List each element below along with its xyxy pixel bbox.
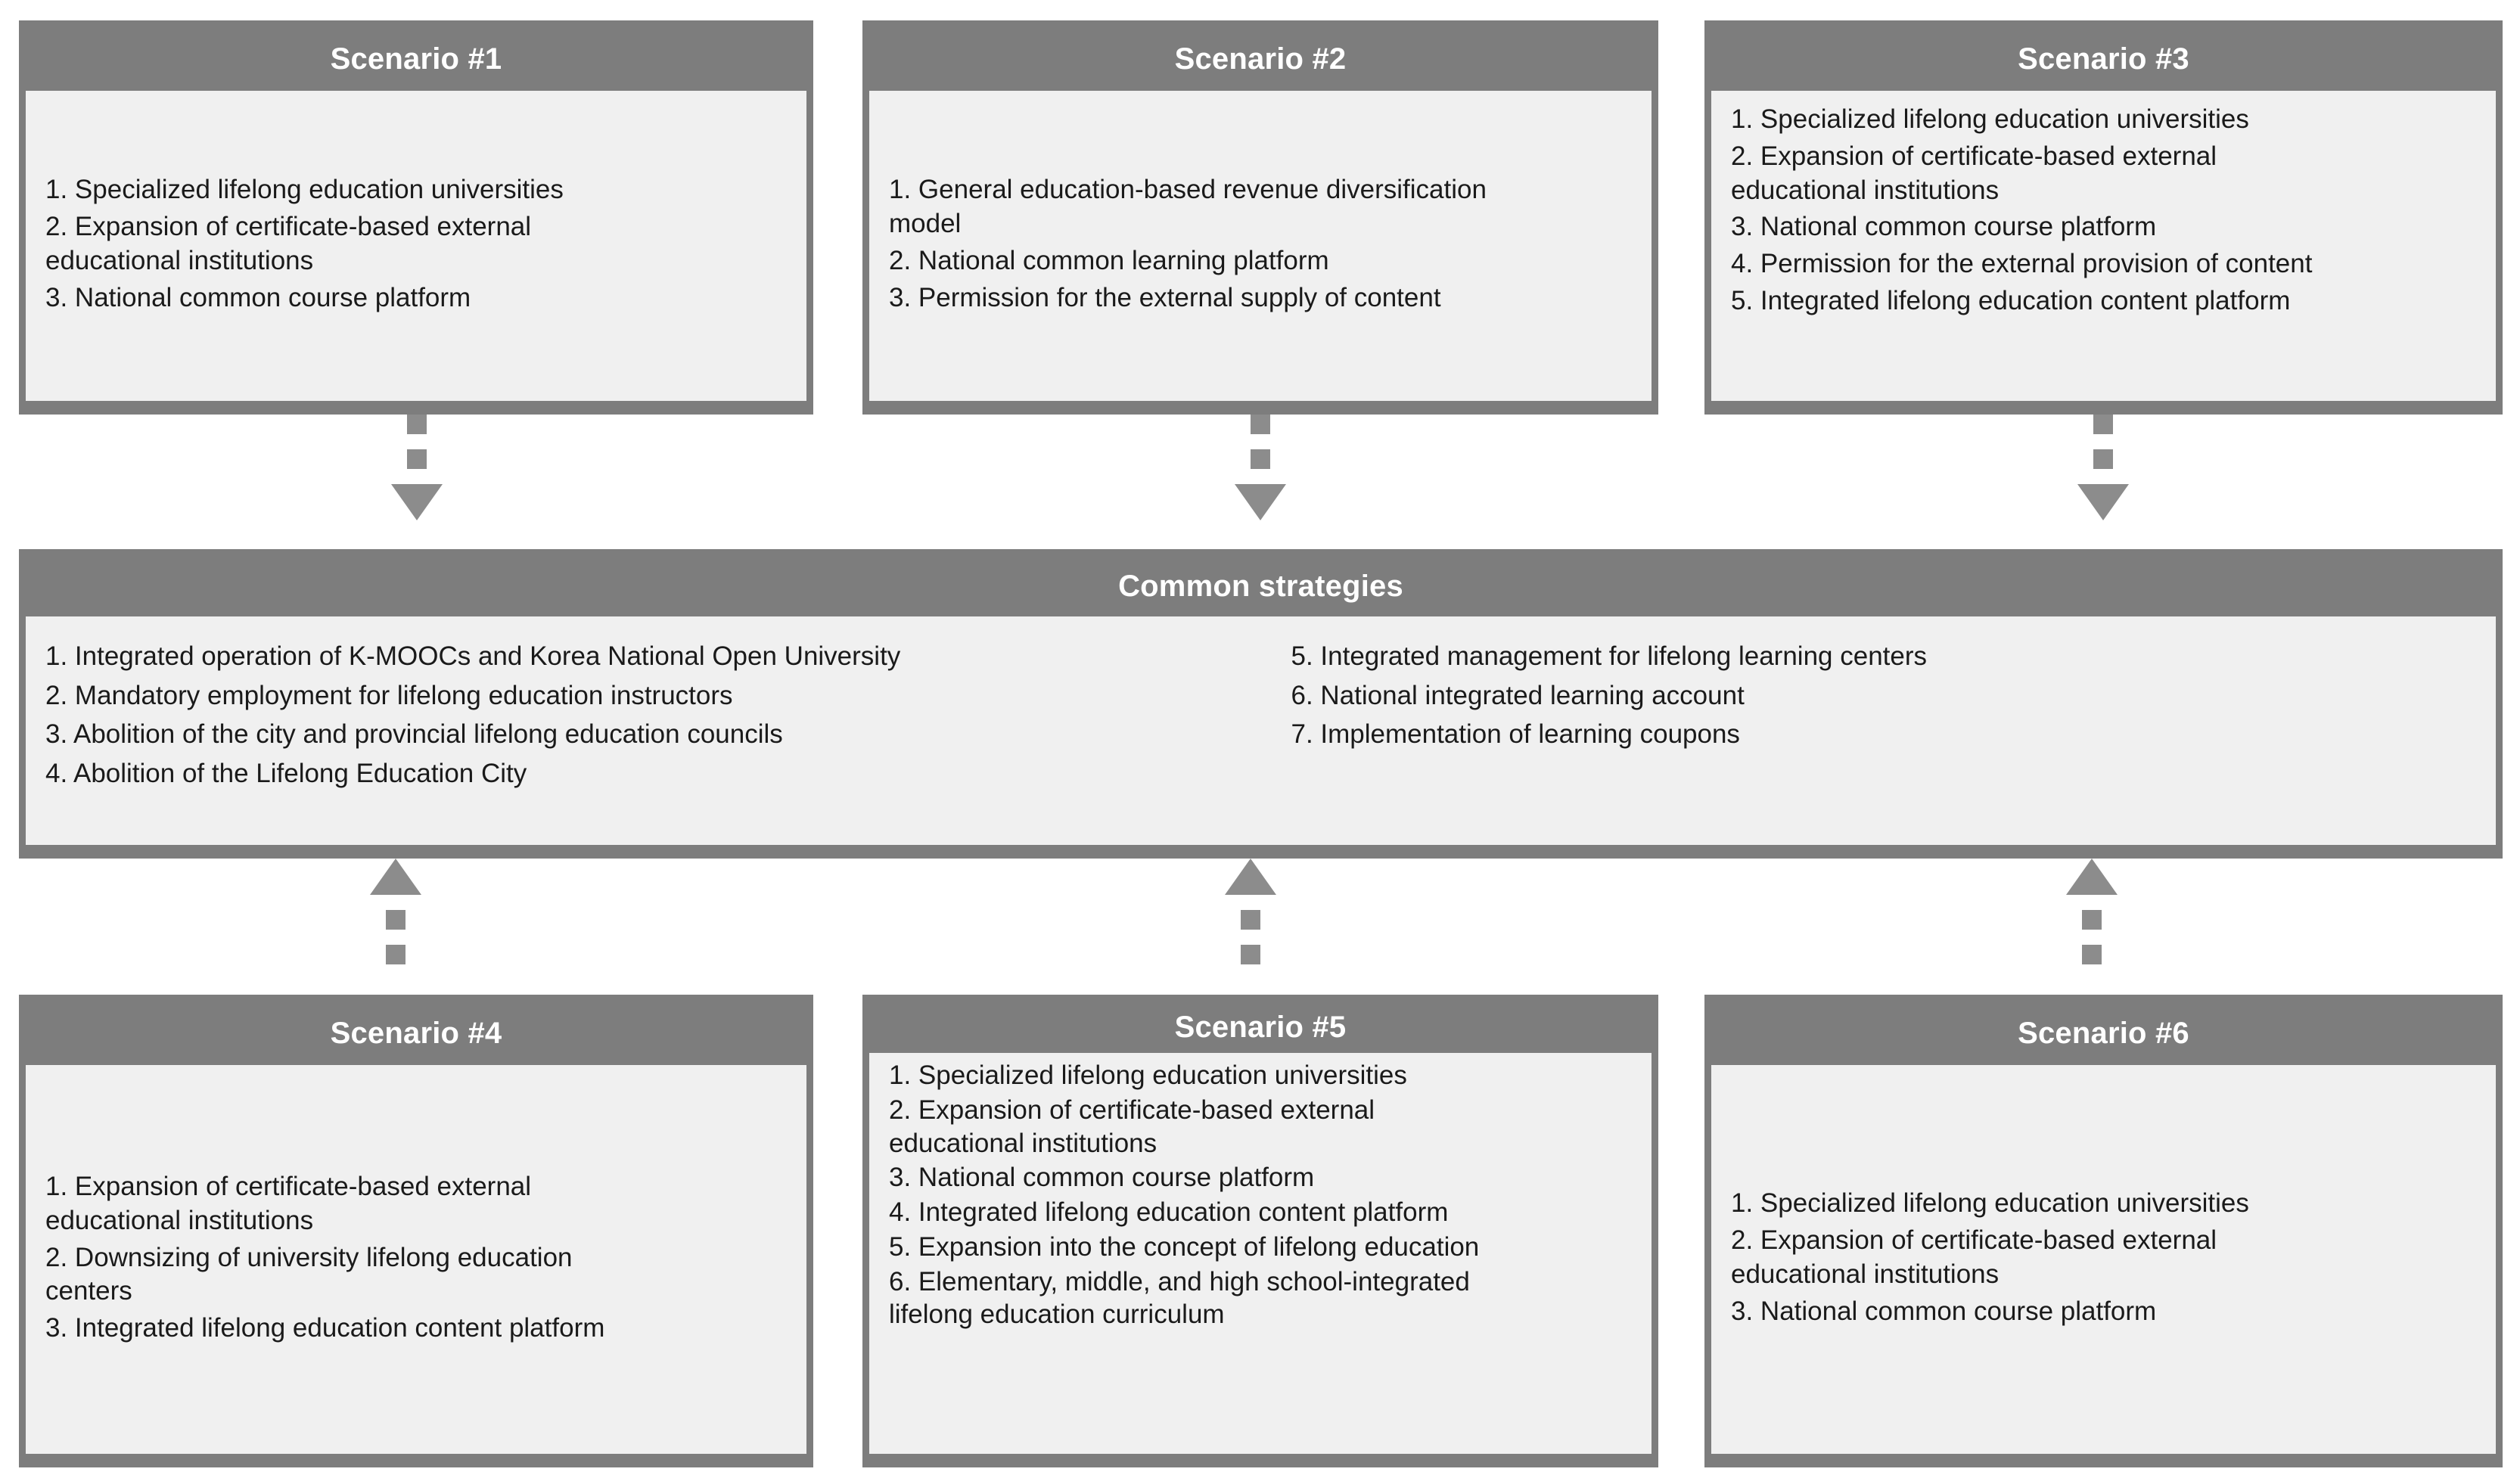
list-item: 2. Expansion of certificate-based extern… <box>1731 141 2217 205</box>
scenario-card-4: Scenario #4 1. Expansion of certificate-… <box>19 995 813 1467</box>
dash-segment <box>1251 449 1270 469</box>
list-item: 2. Downsizing of university lifelong edu… <box>45 1242 573 1306</box>
scenario-1-title: Scenario #1 <box>330 42 502 76</box>
list-item: 3. National common course platform <box>45 282 471 312</box>
list-item: 1. Specialized lifelong education univer… <box>1731 1188 2249 1219</box>
common-strategies-left-list: 1. Integrated operation of K-MOOCs and K… <box>45 639 1261 790</box>
scenario-5-list: 1. Specialized lifelong education univer… <box>889 1059 1635 1333</box>
scenario-3-body: 1. Specialized lifelong education univer… <box>1711 91 2496 401</box>
common-strategies-title: Common strategies <box>1118 570 1403 603</box>
scenario-2-title: Scenario #2 <box>1174 42 1347 76</box>
list-item: 2. National common learning platform <box>889 246 1329 275</box>
common-strategies-right-column: 5. Integrated management for lifelong le… <box>1261 639 2477 756</box>
arrow-up-icon <box>2066 859 2118 895</box>
scenario-5-body: 1. Specialized lifelong education univer… <box>869 1053 1652 1454</box>
connector-scenario-5-to-common <box>1225 859 1276 980</box>
arrow-down-icon <box>1235 484 1286 520</box>
scenario-3-list: 1. Specialized lifelong education univer… <box>1731 103 2479 321</box>
scenario-5-title: Scenario #5 <box>1174 1011 1347 1044</box>
list-item: 7. Implementation of learning coupons <box>1291 719 1740 749</box>
dash-segment <box>1251 415 1270 434</box>
scenario-6-list: 1. Specialized lifelong education univer… <box>1731 1187 2479 1331</box>
list-item: 3. Integrated lifelong education content… <box>45 1313 605 1343</box>
arrow-down-icon <box>2077 484 2129 520</box>
scenario-card-3: Scenario #3 1. Specialized lifelong educ… <box>1704 20 2503 415</box>
common-strategies-body: 1. Integrated operation of K-MOOCs and K… <box>26 616 2496 845</box>
arrow-down-icon <box>391 484 443 520</box>
arrow-up-icon <box>1225 859 1276 895</box>
scenario-card-1: Scenario #1 1. Specialized lifelong educ… <box>19 20 813 415</box>
list-item: 2. Expansion of certificate-based extern… <box>889 1095 1375 1158</box>
list-item: 1. Specialized lifelong education univer… <box>889 1060 1407 1090</box>
list-item: 5. Expansion into the concept of lifelon… <box>889 1231 1480 1262</box>
list-item: 3. National common course platform <box>1731 1296 2157 1326</box>
list-item: 1. General education-based revenue diver… <box>889 175 1487 239</box>
list-item: 4. Abolition of the Lifelong Education C… <box>45 758 527 788</box>
common-strategies-card: Common strategies 1. Integrated operatio… <box>19 549 2503 859</box>
dash-segment <box>386 910 405 930</box>
connector-scenario-4-to-common <box>370 859 421 980</box>
dash-segment <box>2082 945 2102 964</box>
scenario-6-body: 1. Specialized lifelong education univer… <box>1711 1065 2496 1454</box>
scenario-1-body: 1. Specialized lifelong education univer… <box>26 91 806 401</box>
list-item: 1. Specialized lifelong education univer… <box>1731 104 2249 134</box>
list-item: 6. National integrated learning account <box>1291 680 1745 710</box>
list-item: 5. Integrated management for lifelong le… <box>1291 641 1928 671</box>
list-item: 4. Integrated lifelong education content… <box>889 1197 1449 1227</box>
scenario-card-5: Scenario #5 1. Specialized lifelong educ… <box>862 995 1658 1467</box>
scenario-6-title: Scenario #6 <box>2018 1017 2189 1050</box>
dash-segment <box>407 415 427 434</box>
list-item: 1. Specialized lifelong education univer… <box>45 175 564 205</box>
scenario-1-list: 1. Specialized lifelong education univer… <box>45 173 790 318</box>
list-item: 5. Integrated lifelong education content… <box>1731 285 2291 315</box>
scenario-2-body: 1. General education-based revenue diver… <box>869 91 1652 401</box>
scenario-3-title: Scenario #3 <box>2018 42 2189 76</box>
common-strategies-left-column: 1. Integrated operation of K-MOOCs and K… <box>45 639 1261 795</box>
dash-segment <box>1241 945 1260 964</box>
dash-segment <box>407 449 427 469</box>
list-item: 1. Expansion of certificate-based extern… <box>45 1172 532 1235</box>
list-item: 2. Expansion of certificate-based extern… <box>45 212 532 275</box>
dash-segment <box>2093 449 2113 469</box>
connector-scenario-6-to-common <box>2066 859 2118 980</box>
list-item: 3. National common course platform <box>1731 212 2157 242</box>
scenario-4-body: 1. Expansion of certificate-based extern… <box>26 1065 806 1454</box>
list-item: 6. Elementary, middle, and high school-i… <box>889 1266 1470 1330</box>
scenario-2-list: 1. General education-based revenue diver… <box>889 173 1635 318</box>
dash-segment <box>2082 910 2102 930</box>
list-item: 4. Permission for the external provision… <box>1731 249 2313 279</box>
list-item: 2. Mandatory employment for lifelong edu… <box>45 680 733 710</box>
list-item: 3. Abolition of the city and provincial … <box>45 719 783 749</box>
scenario-card-2: Scenario #2 1. General education-based r… <box>862 20 1658 415</box>
list-item: 1. Integrated operation of K-MOOCs and K… <box>45 641 901 671</box>
connector-scenario-2-to-common <box>1235 415 1286 520</box>
arrow-up-icon <box>370 859 421 895</box>
dash-segment <box>386 945 405 964</box>
common-strategies-right-list: 5. Integrated management for lifelong le… <box>1291 639 2477 752</box>
scenario-4-title: Scenario #4 <box>330 1017 502 1050</box>
list-item: 3. Permission for the external supply of… <box>889 282 1441 312</box>
dash-segment <box>1241 910 1260 930</box>
scenario-card-6: Scenario #6 1. Specialized lifelong educ… <box>1704 995 2503 1467</box>
dash-segment <box>2093 415 2113 434</box>
connector-scenario-3-to-common <box>2077 415 2129 520</box>
list-item: 3. National common course platform <box>889 1163 1315 1193</box>
connector-scenario-1-to-common <box>391 415 443 520</box>
list-item: 2. Expansion of certificate-based extern… <box>1731 1225 2217 1289</box>
scenario-4-list: 1. Expansion of certificate-based extern… <box>45 1170 790 1349</box>
